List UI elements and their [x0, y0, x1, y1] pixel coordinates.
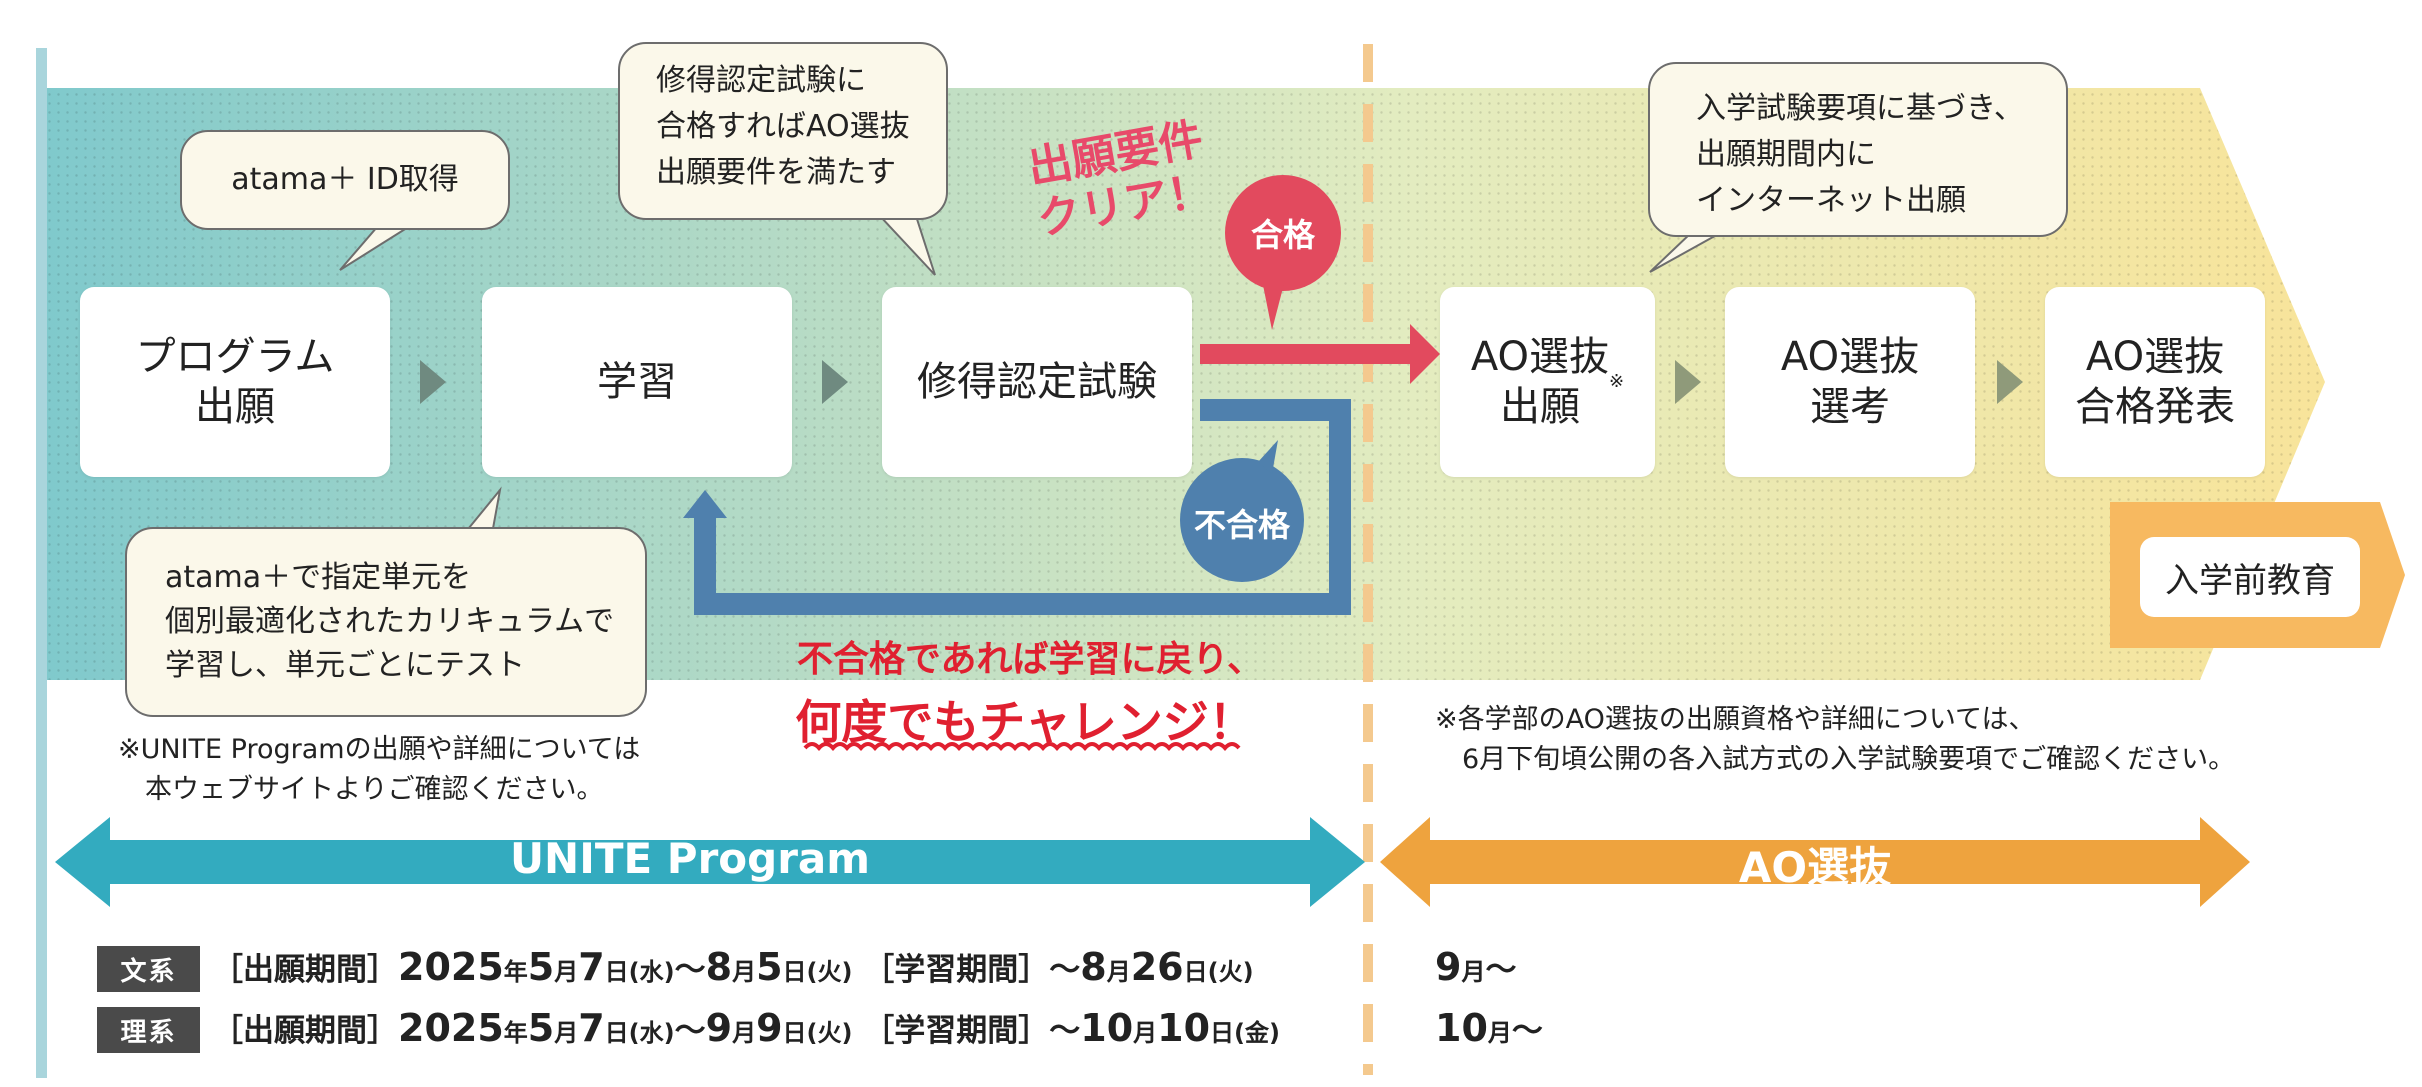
humanities-badge: 文系 [97, 946, 200, 992]
program-apply-box: プログラム 出願 [80, 287, 390, 477]
ao-apply-mark: ※ [1609, 371, 1625, 392]
ao-apply-box: AO選抜 出願※ [1440, 287, 1655, 477]
science-badge: 理系 [97, 1007, 200, 1053]
humanities-ao-month: 9月～ [1435, 945, 1517, 989]
study-box: 学習 [482, 287, 792, 477]
ao-select-box: AO選抜 選考 [1725, 287, 1975, 477]
atama-id-bubble: atama＋ ID取得 [180, 130, 510, 230]
unite-note: ※UNITE Programの出願や詳細については 本ウェブサイトよりご確認くだ… [118, 734, 641, 805]
unite-band-label: UNITE Program [509, 834, 871, 883]
cert-exam-box: 修得認定試験 [882, 287, 1192, 477]
retry-line2: 何度でもチャレンジ！ [795, 695, 1255, 749]
study-note-bubble: atama＋で指定単元を 個別最適化されたカリキュラムで 学習し、単元ごとにテス… [125, 527, 647, 717]
fail-label: 不合格 [1193, 506, 1290, 544]
science-schedule: ［出願期間］2025年5月7日(水)～9月9日(火) ［学習期間］～10月10日… [212, 1006, 1280, 1050]
retry-line1: 不合格であれば学習に戻り、 [796, 639, 1264, 680]
internet-apply-bubble: 入学試験要項に基づき、 出願期間内に インターネット出願 [1648, 62, 2068, 237]
pre-education-box: 入学前教育 [2140, 537, 2360, 617]
pass-label: 合格 [1250, 216, 1315, 254]
humanities-schedule: ［出願期間］2025年5月7日(水)～8月5日(火) ［学習期間］～8月26日(… [212, 945, 1254, 989]
science-ao-month: 10月～ [1435, 1006, 1543, 1050]
ao-result-box: AO選抜 合格発表 [2045, 287, 2265, 477]
ao-apply-label: AO選抜 出願 [1470, 334, 1610, 430]
exam-note-bubble: 修得認定試験に 合格すればAO選抜 出願要件を満たす [618, 42, 948, 220]
ao-note: ※各学部のAO選抜の出願資格や詳細については、 6月下旬頃公開の各入試方式の入学… [1435, 704, 2236, 775]
wavy-underline [803, 742, 1241, 752]
ao-band-label: AO選抜 [1738, 843, 1892, 892]
